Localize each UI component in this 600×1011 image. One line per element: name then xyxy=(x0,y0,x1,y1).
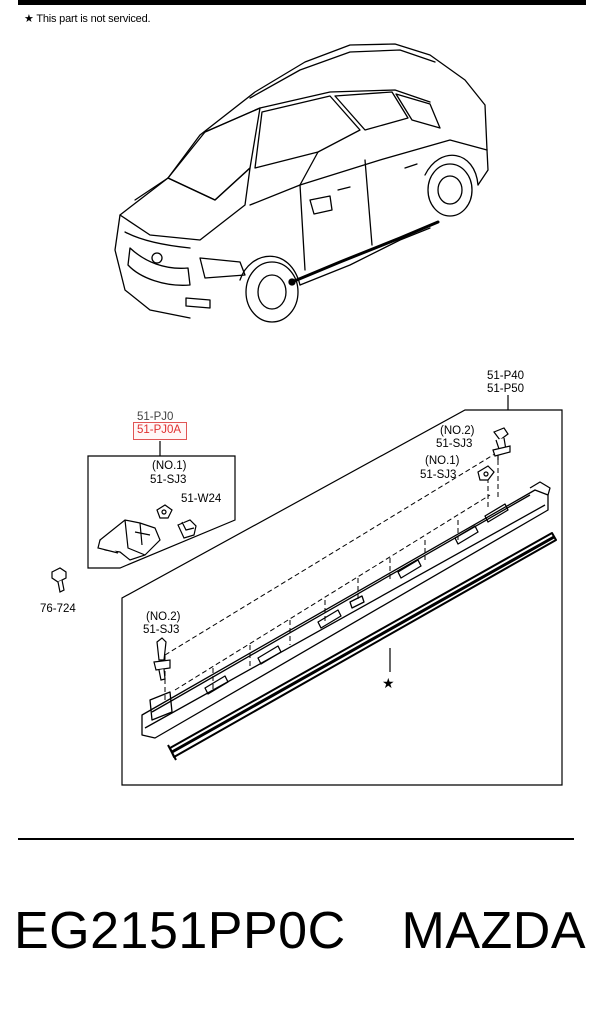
label-51-p50: 51-P50 xyxy=(487,383,524,395)
vehicle-illustration xyxy=(114,43,489,323)
screw-76-724-icon xyxy=(51,567,67,593)
label-51-pj0a-highlighted: 51-PJ0A xyxy=(137,424,182,436)
leader-lines xyxy=(159,395,509,672)
not-serviced-star-icon: ★ xyxy=(382,676,395,692)
label-no2-upper: (NO.2) xyxy=(440,425,475,437)
part-labels: (NO.1) 51-SJ3 51-W24 76-724 51-P40 51-P5… xyxy=(40,370,524,692)
clip-no2-upper-icon xyxy=(492,427,511,457)
alignment-dashes xyxy=(164,451,499,700)
label-no2-left: (NO.2) xyxy=(146,611,181,623)
assembly-frame xyxy=(87,409,563,786)
parts-diagram: (NO.1) 51-SJ3 51-W24 76-724 51-P40 51-P5… xyxy=(40,43,563,786)
side-sill-garnish xyxy=(141,481,551,739)
label-no1-right: (NO.1) xyxy=(425,455,460,467)
fasteners xyxy=(51,427,511,681)
label-51-sj3-left: 51-SJ3 xyxy=(143,624,179,636)
clip-no1-right-icon xyxy=(477,465,495,481)
label-51-sj3-inset: 51-SJ3 xyxy=(150,474,186,486)
label-51-pj0: 51-PJ0 xyxy=(137,411,174,423)
label-51-sj3-right: 51-SJ3 xyxy=(420,469,456,481)
clip-no2-left-icon xyxy=(153,637,171,681)
seal-strip xyxy=(167,532,557,761)
label-51-w24: 51-W24 xyxy=(181,493,222,505)
brand-name: MAZDA xyxy=(401,902,586,960)
mounting-bracket-icon xyxy=(97,519,161,561)
part-number: EG2151PP0C xyxy=(14,902,346,960)
label-76-724: 76-724 xyxy=(40,603,76,615)
clip-w24-icon xyxy=(177,519,197,539)
footer: EG2151PP0C MAZDA xyxy=(14,896,588,966)
label-no1-inset: (NO.1) xyxy=(152,460,187,472)
star-icon: ★ xyxy=(24,13,34,25)
not-serviced-note: ★ This part is not serviced. xyxy=(24,12,151,25)
label-51-p40: 51-P40 xyxy=(487,370,524,382)
highlight-box xyxy=(133,422,187,440)
note-text: This part is not serviced. xyxy=(36,13,151,25)
clip-no1-inset-icon xyxy=(156,504,173,519)
top-rule xyxy=(18,0,586,5)
bottom-rule xyxy=(18,838,574,840)
label-51-sj3-upper: 51-SJ3 xyxy=(436,438,472,450)
